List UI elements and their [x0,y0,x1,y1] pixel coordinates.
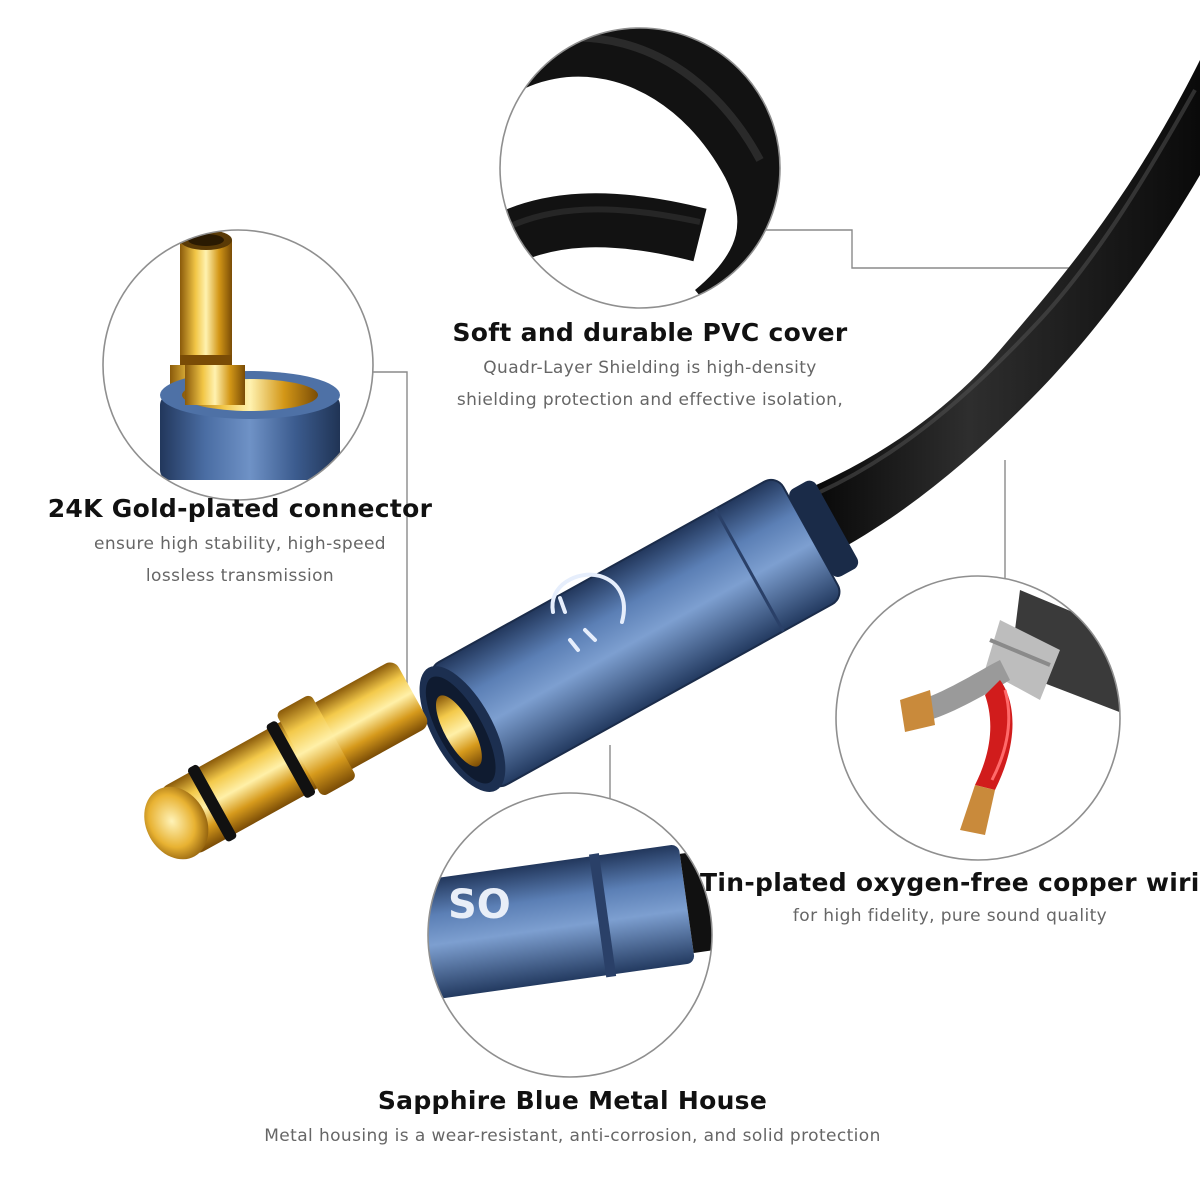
housing-detail-circle: SO [427,792,713,1078]
gold-connector-title: 24K Gold-plated connector [47,494,433,523]
plug-housing [419,478,859,792]
gold-connector-desc-line2: lossless transmission [145,566,335,586]
pvc-detail-circle [499,27,781,309]
wiring-detail-circle [835,575,1121,861]
gold-connector-detail-circle [102,229,374,501]
main-cable [780,60,1200,560]
housing-mark: SO [448,882,511,928]
gold-connector-desc-line1: ensure high stability, high-speed [94,534,386,554]
copper-wiring-caption: Tin-plated oxygen-free copper wiring for… [700,868,1200,927]
gold-connector-caption: 24K Gold-plated connector ensure high st… [40,494,440,587]
headphone-icon [550,572,626,652]
copper-wiring-desc: for high fidelity, pure sound quality [792,906,1108,926]
copper-wiring-title: Tin-plated oxygen-free copper wiring [700,868,1200,897]
pvc-cover-desc-line1: Quadr-Layer Shielding is high-density [483,358,817,378]
gold-plug [144,662,428,860]
metal-house-caption: Sapphire Blue Metal House Metal housing … [200,1086,945,1147]
metal-house-desc: Metal housing is a wear-resistant, anti-… [264,1126,881,1146]
pvc-cover-caption: Soft and durable PVC cover Quadr-Layer S… [440,318,860,411]
pvc-cover-desc-line2: shielding protection and effective isola… [456,390,844,410]
pvc-cover-title: Soft and durable PVC cover [452,318,848,347]
leader-lines [370,229,1090,800]
metal-house-title: Sapphire Blue Metal House [377,1086,768,1115]
